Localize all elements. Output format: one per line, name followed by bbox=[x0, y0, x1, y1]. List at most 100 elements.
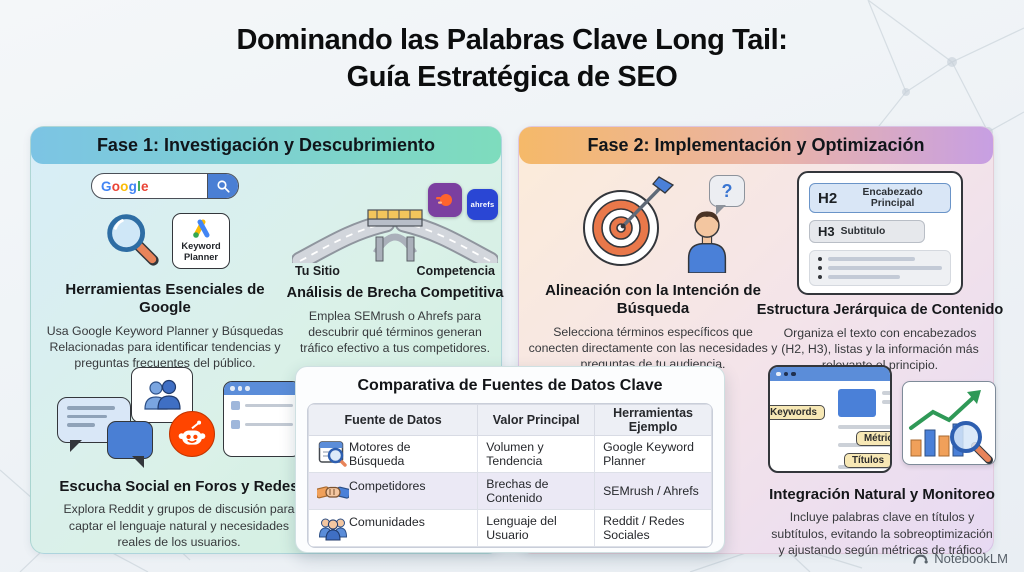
titles-tag: Títulos bbox=[844, 453, 890, 468]
text-line bbox=[882, 400, 890, 404]
search-button-icon bbox=[207, 174, 238, 198]
bullet-list-icon bbox=[809, 250, 951, 286]
bullet-line bbox=[828, 257, 915, 261]
column-header-source: Fuente de Datos bbox=[308, 404, 479, 436]
social-illustration bbox=[57, 367, 301, 471]
block-heading: Integración Natural y Monitoreo bbox=[769, 486, 995, 503]
table-title: Comparativa de Fuentes de Datos Clave bbox=[357, 377, 663, 394]
keywords-tag: Keywords bbox=[770, 405, 825, 420]
table-cell-value: Lenguaje del Usuario bbox=[477, 509, 596, 547]
block-heading: Escucha Social en Foros y Redes bbox=[59, 478, 299, 495]
table-cell-source: Motores de Búsqueda bbox=[348, 440, 411, 468]
table-row-search-engines: Motores de Búsqueda Volumen y Tendencia … bbox=[308, 435, 712, 473]
phase2-header: Fase 2: Implementación y Optimización bbox=[519, 127, 993, 164]
bullet-line bbox=[828, 266, 942, 270]
reddit-icon bbox=[169, 411, 215, 457]
block-body: Emplea SEMrush o Ahrefs para descubrir q… bbox=[299, 308, 490, 356]
block-heading: Herramientas Esenciales de Google bbox=[65, 281, 265, 317]
your-site-label: Tu Sitio bbox=[295, 264, 340, 278]
google-ads-logo-icon bbox=[193, 219, 210, 238]
google-letter: e bbox=[141, 178, 149, 194]
page-title-line2: Guía Estratégica de SEO bbox=[346, 61, 678, 94]
window-dot-icon bbox=[776, 371, 781, 377]
window-dot-icon bbox=[230, 386, 235, 391]
window-dot-icon bbox=[245, 386, 250, 391]
window-dot-icon bbox=[237, 386, 242, 391]
block-heading: Estructura Jerárquica de Contenido bbox=[756, 302, 1004, 318]
notebooklm-logo-icon bbox=[913, 554, 929, 564]
block-gap-analysis: ahrefs Tu Sitio Competencia Análisis de … bbox=[287, 183, 503, 357]
handshake-icon bbox=[317, 479, 349, 503]
forum-body bbox=[224, 395, 300, 440]
google-letter: o bbox=[111, 178, 121, 194]
bullet-dot bbox=[818, 266, 822, 270]
bubble-line bbox=[67, 423, 95, 427]
table-row-communities: Comunidades Lenguaje del Usuario Reddit … bbox=[308, 509, 712, 547]
monitoring-illustration: Keywords Métricas Títulos bbox=[768, 365, 996, 479]
post-icon bbox=[231, 401, 240, 410]
question-mark: ? bbox=[721, 180, 733, 201]
window-titlebar bbox=[224, 382, 300, 395]
keyword-planner-icon: Keyword Planner bbox=[172, 212, 230, 269]
question-bubble-icon: ? bbox=[709, 175, 745, 215]
bridge-roads-icon bbox=[290, 209, 500, 271]
table-header-row: Fuente de Datos Valor Principal Herramie… bbox=[308, 404, 712, 436]
block-content-structure: H2 Encabezado Principal H3 Subtitulo Est… bbox=[757, 171, 1003, 374]
block-heading: Alineación con la Intención de Búsqueda bbox=[545, 282, 761, 318]
table-cell-value: Volumen y Tendencia bbox=[477, 435, 596, 473]
ahrefs-icon: ahrefs bbox=[467, 189, 498, 220]
h2-pill: H2 Encabezado Principal bbox=[809, 183, 951, 213]
metrics-tag: Métricas bbox=[856, 431, 890, 446]
keyword-planner-label: Keyword Planner bbox=[181, 241, 221, 262]
comparison-table-card: Comparativa de Fuentes de Datos Clave Fu… bbox=[295, 366, 725, 553]
block-body: Explora Reddit y grupos de discusión par… bbox=[63, 502, 295, 549]
speech-bubble-blue-icon bbox=[107, 421, 153, 468]
table-cell-source: Competidores bbox=[349, 479, 426, 493]
h3-text: Subtitulo bbox=[840, 226, 886, 237]
h3-pill: H3 Subtitulo bbox=[809, 220, 926, 243]
block-body: Usa Google Keyword Planner y Búsquedas R… bbox=[46, 323, 284, 371]
bridge-labels: Tu Sitio Competencia bbox=[293, 264, 497, 278]
phase1-header: Fase 1: Investigación y Descubrimiento bbox=[31, 127, 501, 164]
table-row-competitors: Competidores Brechas de Contenido SEMrus… bbox=[308, 472, 712, 510]
post-line bbox=[245, 422, 293, 427]
google-letter: G bbox=[101, 178, 112, 194]
notebooklm-watermark: NotebookLM bbox=[912, 551, 1008, 566]
browser-search-icon bbox=[317, 440, 349, 468]
comparison-table: Fuente de Datos Valor Principal Herramie… bbox=[307, 403, 713, 548]
bridge-illustration: ahrefs bbox=[290, 183, 500, 271]
person-icon bbox=[687, 211, 727, 273]
block-social-listening: Escucha Social en Foros y Redes Explora … bbox=[45, 367, 313, 550]
post-icon bbox=[231, 420, 240, 429]
target-dart-icon bbox=[583, 176, 675, 266]
window-dot-icon bbox=[791, 371, 796, 377]
table-cell-source: Comunidades bbox=[349, 515, 425, 529]
intent-illustration: ? bbox=[553, 175, 753, 275]
h3-tag: H3 bbox=[818, 224, 835, 239]
google-tools-icons: Keyword Planner bbox=[100, 207, 230, 274]
semrush-icon bbox=[428, 183, 462, 217]
ahrefs-label: ahrefs bbox=[470, 200, 495, 209]
column-header-value: Valor Principal bbox=[477, 404, 596, 436]
column-header-tools: Herramientas Ejemplo bbox=[594, 404, 712, 436]
table-cell-tools: Reddit / Redes Sociales bbox=[594, 509, 712, 547]
bullet-line bbox=[828, 275, 900, 279]
content-image-placeholder bbox=[838, 389, 876, 417]
competitor-label: Competencia bbox=[416, 264, 496, 278]
table-cell-value: Brechas de Contenido bbox=[477, 472, 596, 510]
heading-structure-icon: H2 Encabezado Principal H3 Subtitulo bbox=[797, 171, 963, 295]
h2-tag: H2 bbox=[818, 189, 838, 207]
post-line bbox=[245, 403, 293, 408]
bubble-line bbox=[67, 406, 115, 410]
text-line bbox=[882, 391, 890, 395]
growth-chart-icon bbox=[902, 381, 996, 465]
bullet-dot bbox=[818, 275, 822, 279]
community-icon bbox=[317, 515, 349, 541]
block-integration-monitoring: Keywords Métricas Títulos bbox=[768, 365, 996, 558]
text-line bbox=[838, 425, 890, 429]
table-cell-tools: SEMrush / Ahrefs bbox=[594, 472, 712, 510]
